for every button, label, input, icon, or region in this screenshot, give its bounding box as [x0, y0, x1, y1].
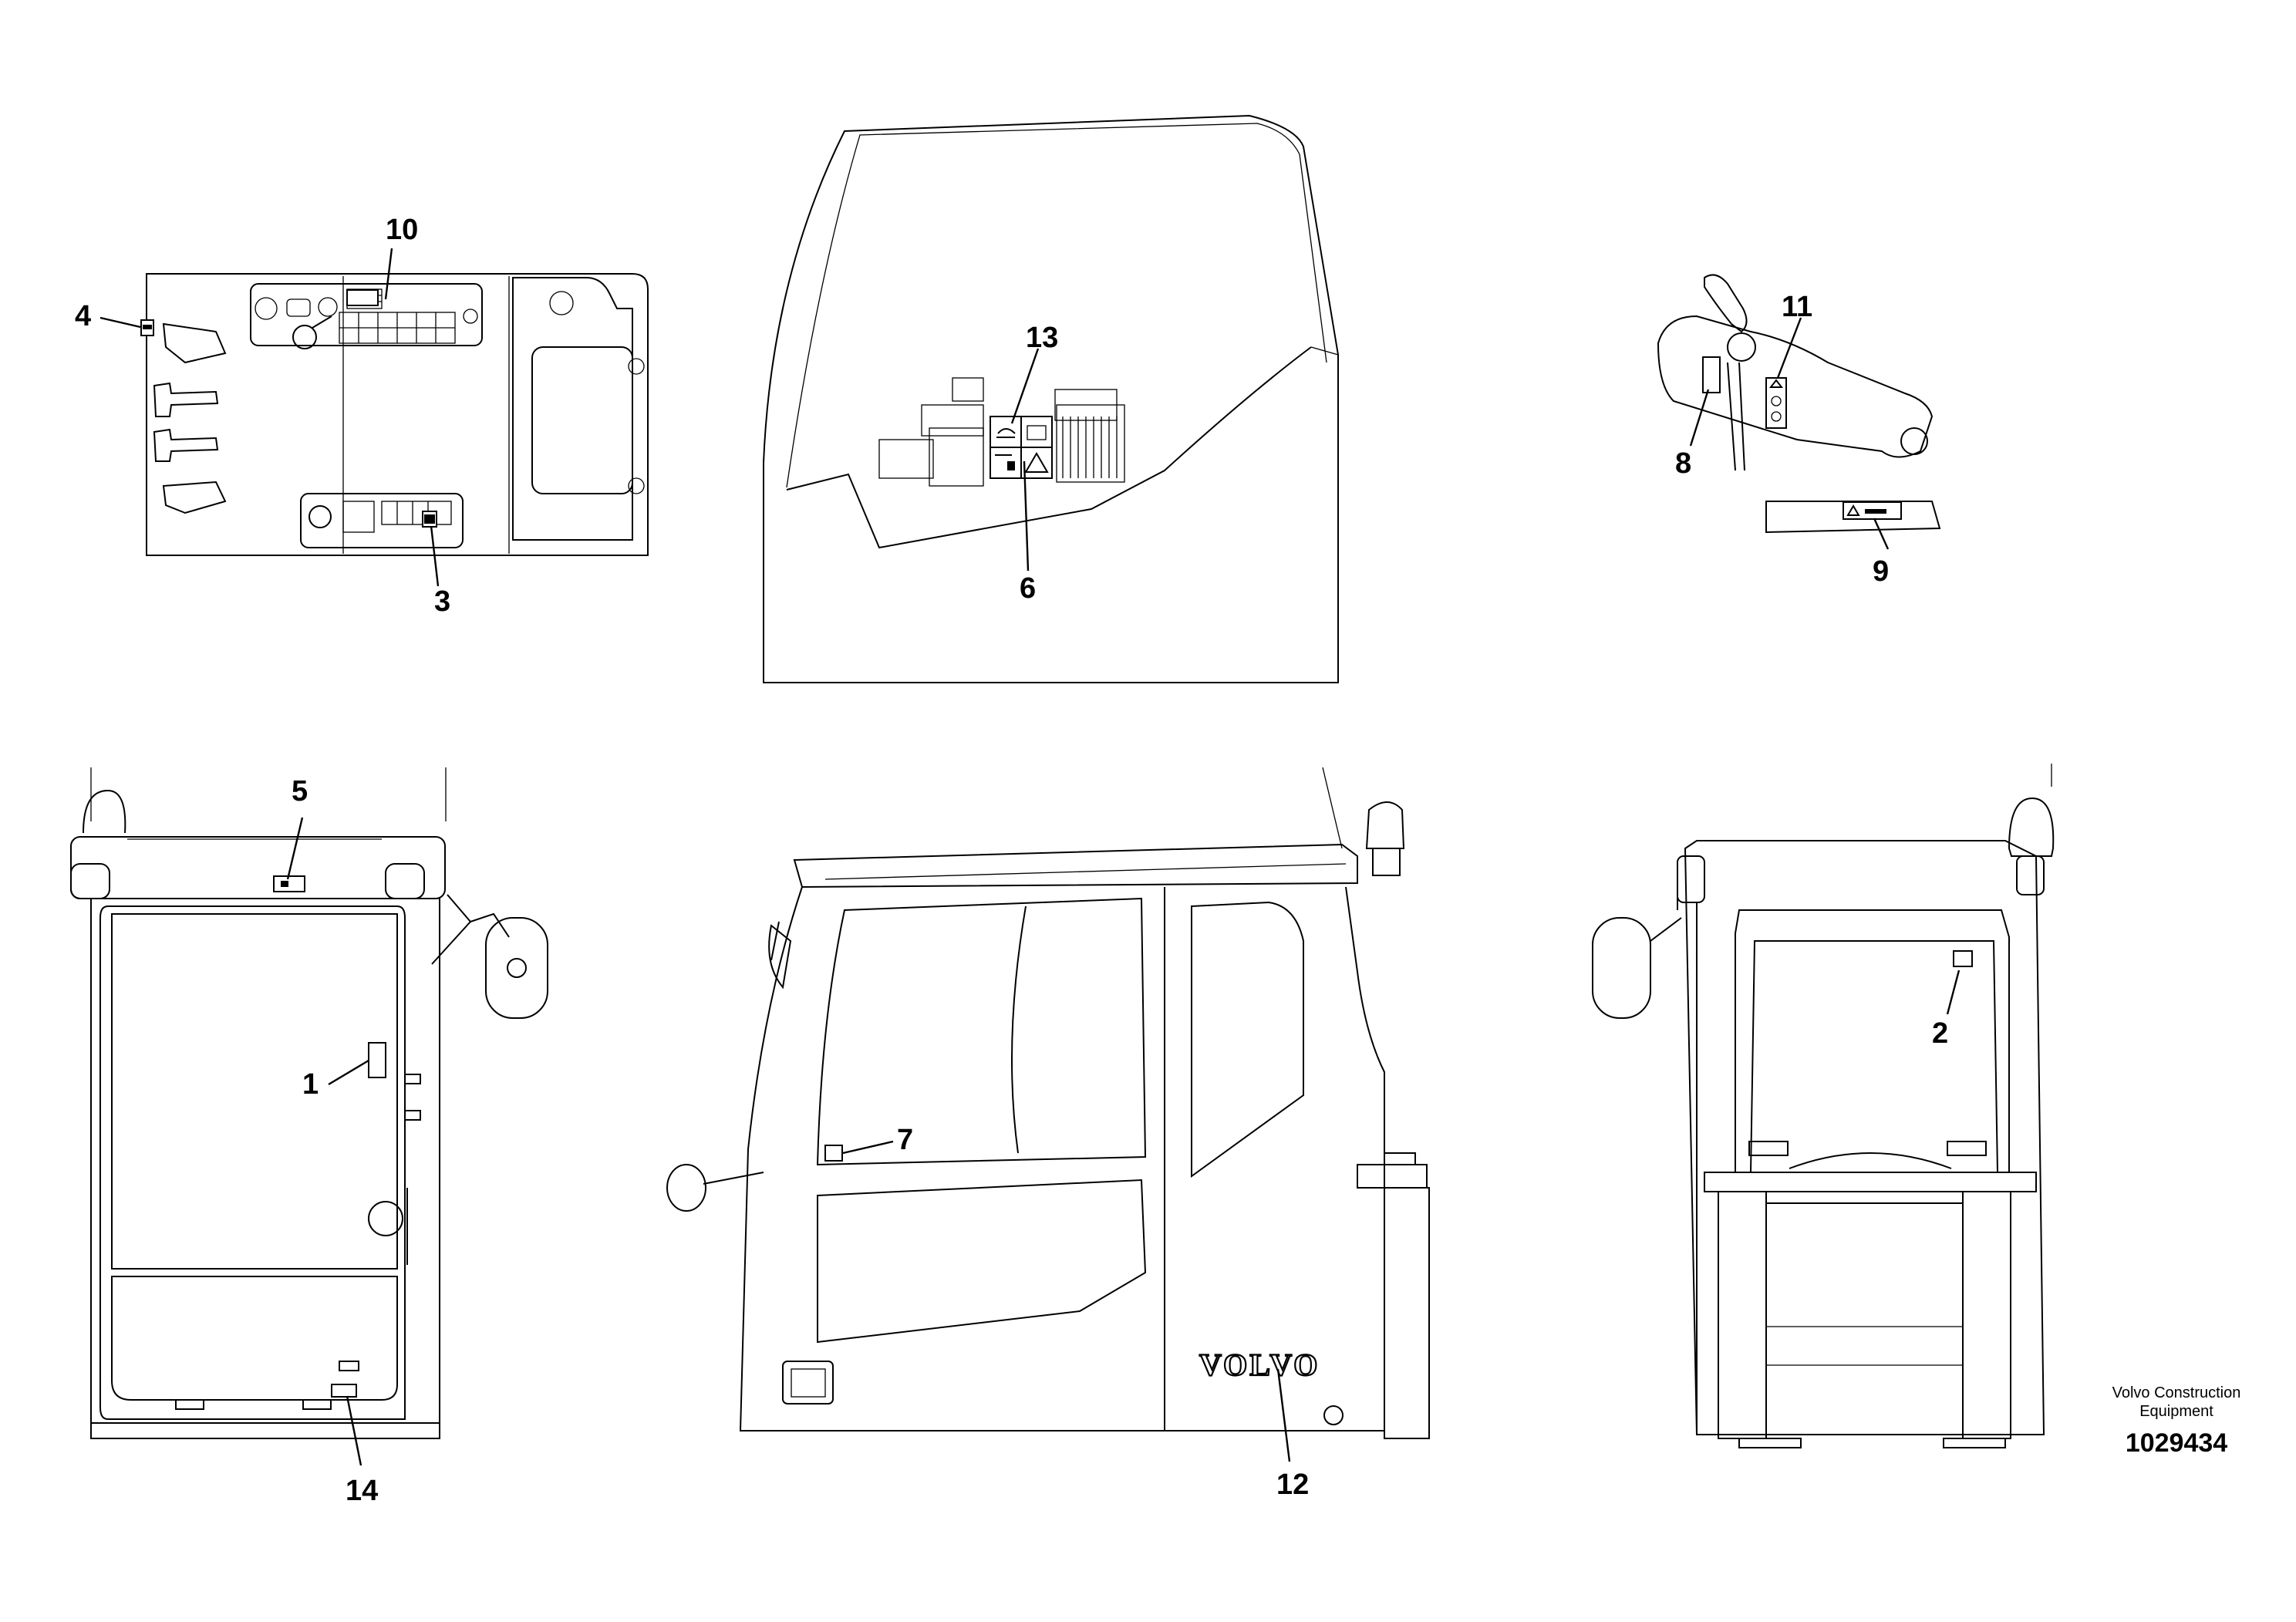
cab-side-window-view — [763, 114, 1339, 683]
callout-8: 8 — [1675, 447, 1691, 480]
caption-line-2: Equipment — [2139, 1403, 2213, 1420]
callout-5: 5 — [292, 775, 308, 808]
cab-rear-view — [1592, 764, 2055, 1448]
joystick-console-view — [1657, 274, 1941, 534]
callout-14: 14 — [346, 1475, 378, 1507]
leader-lines — [99, 248, 1961, 1466]
caption-line-1: Volvo Construction — [2112, 1384, 2241, 1401]
callout-10: 10 — [386, 214, 418, 246]
volvo-logo-decal: VOLVO — [1199, 1347, 1320, 1382]
callout-1: 1 — [302, 1068, 319, 1101]
caption-block: Volvo Construction Equipment 1029434 — [2112, 1384, 2241, 1458]
cab-side-view: VOLVO — [666, 767, 1430, 1439]
callout-12: 12 — [1276, 1469, 1309, 1501]
cab-floor-top-view — [140, 273, 649, 556]
callout-6: 6 — [1020, 572, 1036, 605]
callout-7: 7 — [897, 1124, 913, 1156]
callout-13: 13 — [1026, 322, 1058, 354]
callout-2: 2 — [1932, 1017, 1948, 1050]
document-number: 1029434 — [2126, 1428, 2227, 1458]
callout-4: 4 — [75, 300, 91, 332]
callout-9: 9 — [1873, 555, 1889, 588]
callout-3: 3 — [434, 585, 450, 618]
callout-numbers: 10 4 3 13 6 11 8 9 5 1 7 12 2 14 — [75, 214, 1948, 1507]
cab-front-view — [70, 767, 548, 1439]
callout-11: 11 — [1782, 291, 1812, 323]
